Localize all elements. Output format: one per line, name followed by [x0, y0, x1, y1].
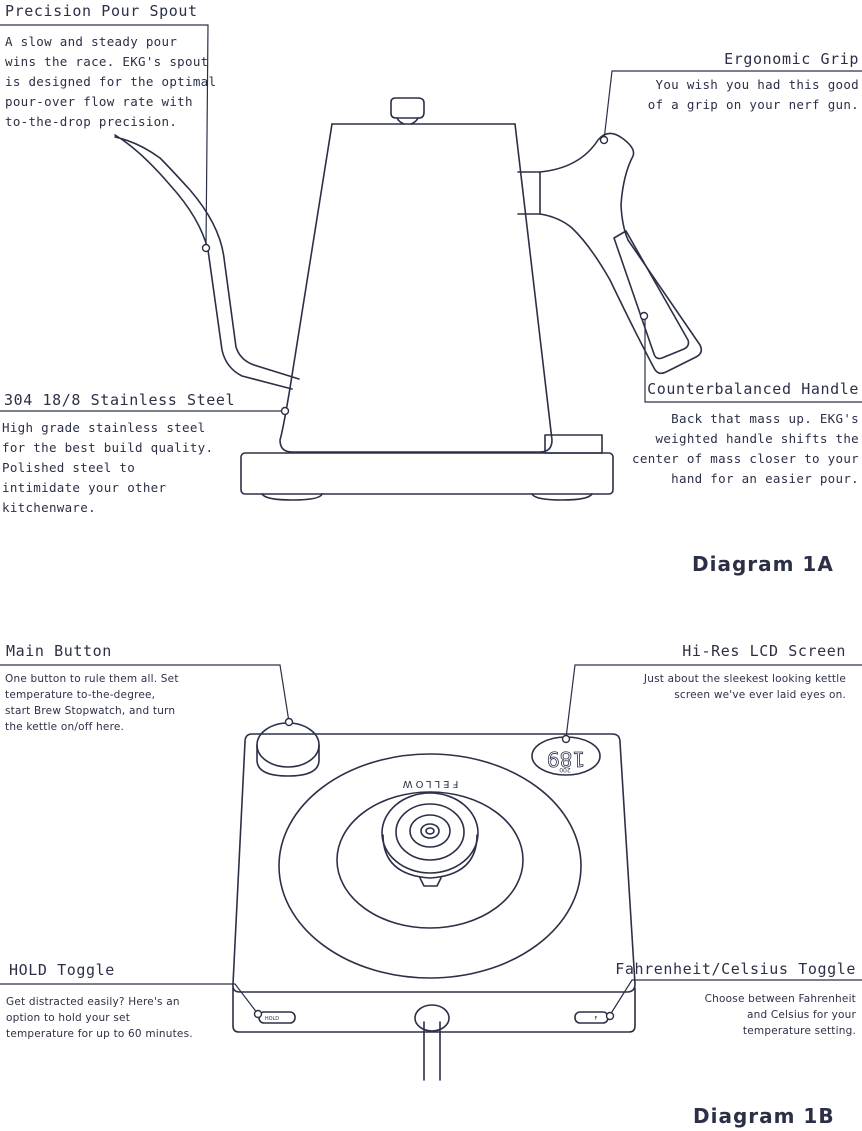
- base-illustration: [232, 722, 636, 1081]
- diagram-1b-leaders: [0, 664, 862, 1021]
- cord-port: [414, 1004, 450, 1032]
- diagram-1b-title: Diagram 1B: [693, 1104, 835, 1128]
- hold-description: Get distracted easily? Here's an option …: [6, 996, 193, 1040]
- handle-heading: Counterbalanced Handle: [647, 380, 859, 398]
- unit-heading: Fahrenheit/Celsius Toggle: [615, 960, 856, 978]
- main-button-heading: Main Button: [6, 642, 112, 660]
- unit-description: Choose between Fahrenheit and Celsius fo…: [704, 993, 856, 1037]
- base-button: [544, 434, 603, 454]
- handle-connector: [517, 171, 541, 215]
- hold-toggle-label: HOLD: [265, 1016, 279, 1022]
- lcd-description: Just about the sleekest looking kettle s…: [643, 673, 846, 701]
- lcd-current-temp: 189: [547, 747, 585, 771]
- lcd-heading: Hi-Res LCD Screen: [682, 642, 846, 660]
- spout-description: A slow and steady pour wins the race. EK…: [5, 34, 217, 129]
- unit-toggle: [574, 1011, 609, 1024]
- unit-toggle-label: F: [595, 1016, 598, 1022]
- power-cord: [423, 1021, 441, 1081]
- grip-heading: Ergonomic Grip: [724, 50, 859, 68]
- grip-description: You wish you had this good of a grip on …: [647, 77, 859, 112]
- spout-heading: Precision Pour Spout: [5, 2, 198, 20]
- main-button-side: [256, 744, 320, 777]
- handle-inset: [613, 230, 690, 360]
- kettle-base: [240, 452, 614, 495]
- kettle-spout: [114, 134, 300, 390]
- diagram-1a-title: Diagram 1A: [692, 552, 834, 576]
- main-button-description: One button to rule them all. Set tempera…: [5, 673, 179, 733]
- hold-heading: HOLD Toggle: [9, 961, 115, 979]
- steel-heading: 304 18/8 Stainless Steel: [4, 391, 236, 409]
- kettle-illustration: [114, 97, 703, 501]
- base-foot-left: [261, 493, 323, 501]
- kettle-body: [279, 123, 553, 453]
- base-front-face: [232, 987, 636, 1033]
- diagram-1a-leaders: [0, 24, 862, 416]
- steel-description: High grade stainless steel for the best …: [2, 420, 214, 515]
- hub-top: [381, 792, 479, 874]
- lid-knob: [390, 97, 425, 119]
- kettle-handle: [539, 132, 703, 375]
- handle-description: Back that mass up. EKG's weighted handle…: [632, 411, 859, 486]
- base-foot-right: [531, 493, 593, 501]
- lcd-set-temp: 200: [559, 766, 571, 773]
- brand-wordmark: FELLOW: [400, 778, 459, 789]
- inner-plate: [336, 791, 524, 929]
- outer-plate: [278, 753, 582, 979]
- hub-skirt: [382, 834, 478, 879]
- lid-knob-neck: [396, 117, 419, 125]
- base-top-surface: [232, 733, 636, 993]
- main-button-top: [256, 722, 320, 768]
